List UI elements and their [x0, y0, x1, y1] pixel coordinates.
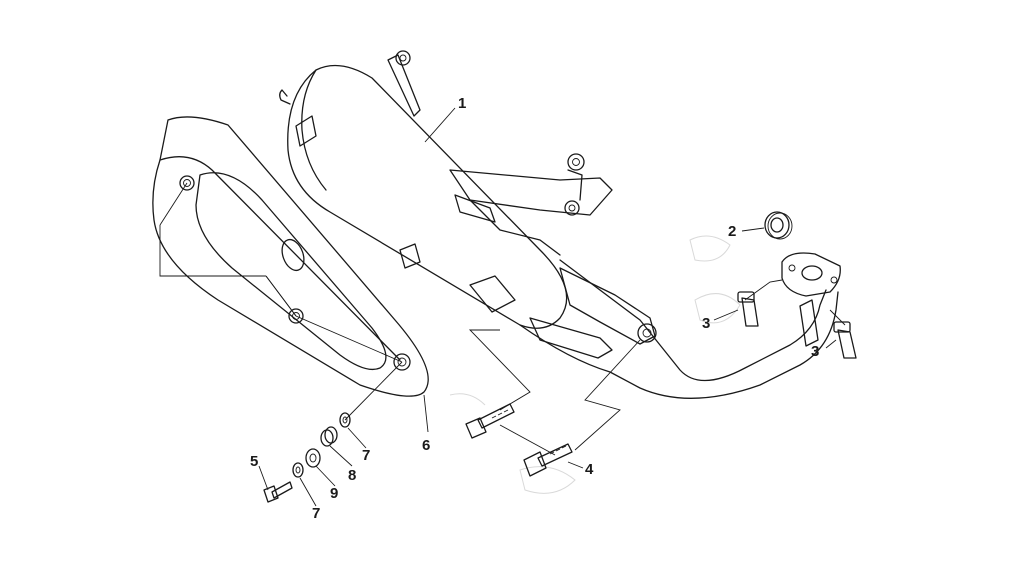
label-muffler: 1: [458, 95, 466, 112]
stud-left: [737, 291, 759, 327]
watermark: [449, 235, 741, 494]
cover-bolt: [263, 481, 293, 503]
muffler: [279, 50, 613, 329]
spacer: [320, 426, 338, 447]
label-stud-right: 3: [811, 343, 819, 360]
mount-bolt-lower: [523, 443, 573, 477]
label-gasket: 2: [728, 223, 736, 240]
label-washer-lower: 7: [312, 505, 320, 522]
heat-shield: [152, 116, 429, 397]
callout-labels: 1 2 3 3 4 5 6 7 7 8 9: [250, 95, 819, 522]
label-washer-upper: 7: [362, 447, 370, 464]
stud-right: [833, 321, 857, 359]
label-spacer: 8: [348, 467, 356, 484]
mount-bolt-upper: [465, 403, 515, 439]
label-heat-shield: 6: [422, 437, 430, 454]
label-mount-bolt: 4: [585, 461, 594, 478]
grommet: [305, 448, 321, 468]
label-cover-bolt: 5: [250, 453, 258, 470]
gasket: [764, 211, 793, 240]
washer-lower: [292, 462, 304, 478]
label-stud-left: 3: [702, 315, 710, 332]
washer-upper: [339, 412, 351, 428]
label-grommet: 9: [330, 485, 338, 502]
assembly-lines: [159, 107, 846, 507]
exhaust-pipe: [519, 252, 841, 399]
